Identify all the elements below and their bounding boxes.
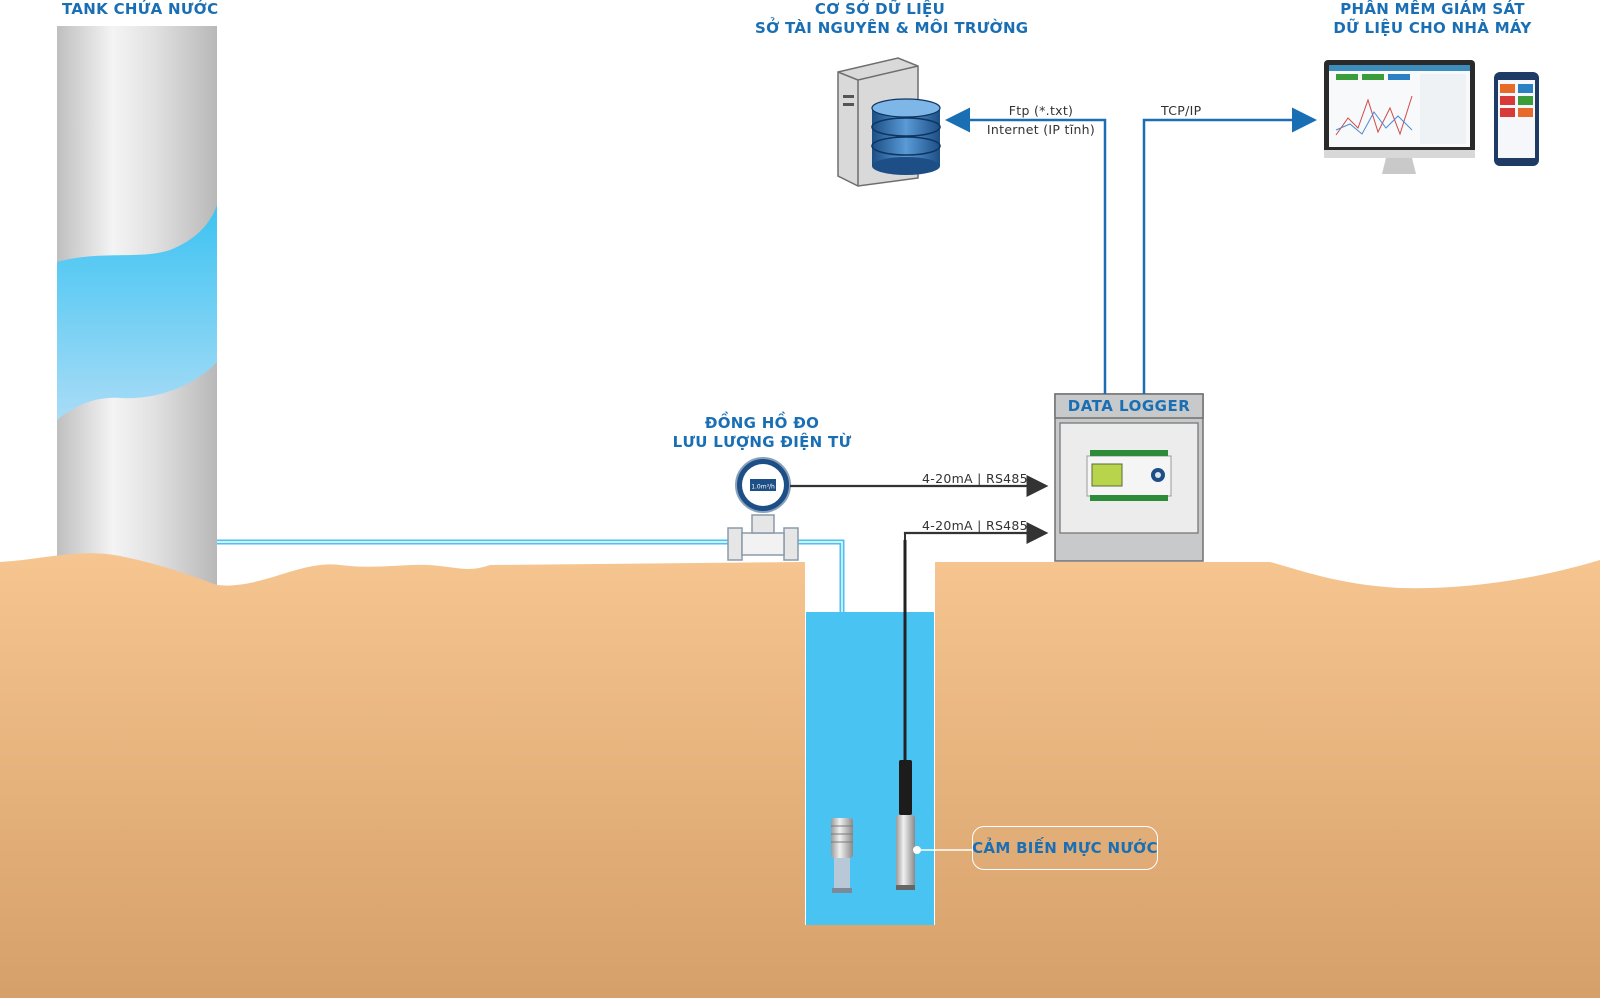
ftp-uplink-arrow: [945, 107, 1107, 394]
electromagnetic-flowmeter: 1.0m³/h: [727, 457, 799, 561]
monitoring-label-line1: PHẦN MỀM GIÁM SÁT: [1340, 0, 1525, 18]
flow-signal-label: 4-20mA | RS485: [922, 471, 1028, 486]
monitoring-label-line2: DỮ LIỆU CHO NHÀ MÁY: [1333, 19, 1532, 37]
database-label-line2: SỞ TÀI NGUYÊN & MÔI TRƯỜNG: [755, 19, 1029, 37]
ground: [0, 553, 1600, 998]
tank-label: TANK CHỨA NƯỚC: [62, 0, 219, 18]
data-logger-title: DATA LOGGER: [1067, 397, 1191, 415]
water-tank: [57, 26, 217, 606]
submersible-pump: [831, 818, 853, 893]
ftp-link-line2: Internet (IP tĩnh): [986, 122, 1096, 137]
tank-water-level: [57, 205, 217, 420]
flowmeter-label-line1: ĐỒNG HỒ ĐO: [704, 414, 820, 432]
database-label-line1: CƠ SỞ DỮ LIỆU: [814, 0, 946, 18]
flowmeter-label-line2: LƯU LƯỢNG ĐIỆN TỪ: [672, 433, 852, 451]
tcp-link-label: TCP/IP: [1161, 103, 1202, 118]
monitoring-label: PHẦN MỀM GIÁM SÁT DỮ LIỆU CHO NHÀ MÁY: [1330, 0, 1535, 38]
ftp-link-line1: Ftp (*.txt): [1008, 103, 1074, 118]
tcp-uplink-arrow: [1142, 107, 1317, 394]
database-label: CƠ SỞ DỮ LIỆU SỞ TÀI NGUYÊN & MÔI TRƯỜNG: [755, 0, 1029, 38]
water-level-sensor: [896, 534, 972, 890]
data-logger: [1054, 393, 1204, 562]
database-server-icon: [837, 57, 941, 187]
flowmeter-display: 1.0m³/h: [751, 484, 775, 491]
level-signal-label: 4-20mA | RS485: [922, 518, 1028, 533]
monitoring-software-icon: [1324, 60, 1539, 174]
ftp-link-label: Ftp (*.txt) Internet (IP tĩnh): [985, 101, 1097, 139]
level-signal-arrow: [903, 522, 1049, 544]
water-level-sensor-label: CẢM BIẾN MỰC NƯỚC: [972, 826, 1158, 870]
flowmeter-label: ĐỒNG HỒ ĐO LƯU LƯỢNG ĐIỆN TỪ: [672, 414, 852, 452]
